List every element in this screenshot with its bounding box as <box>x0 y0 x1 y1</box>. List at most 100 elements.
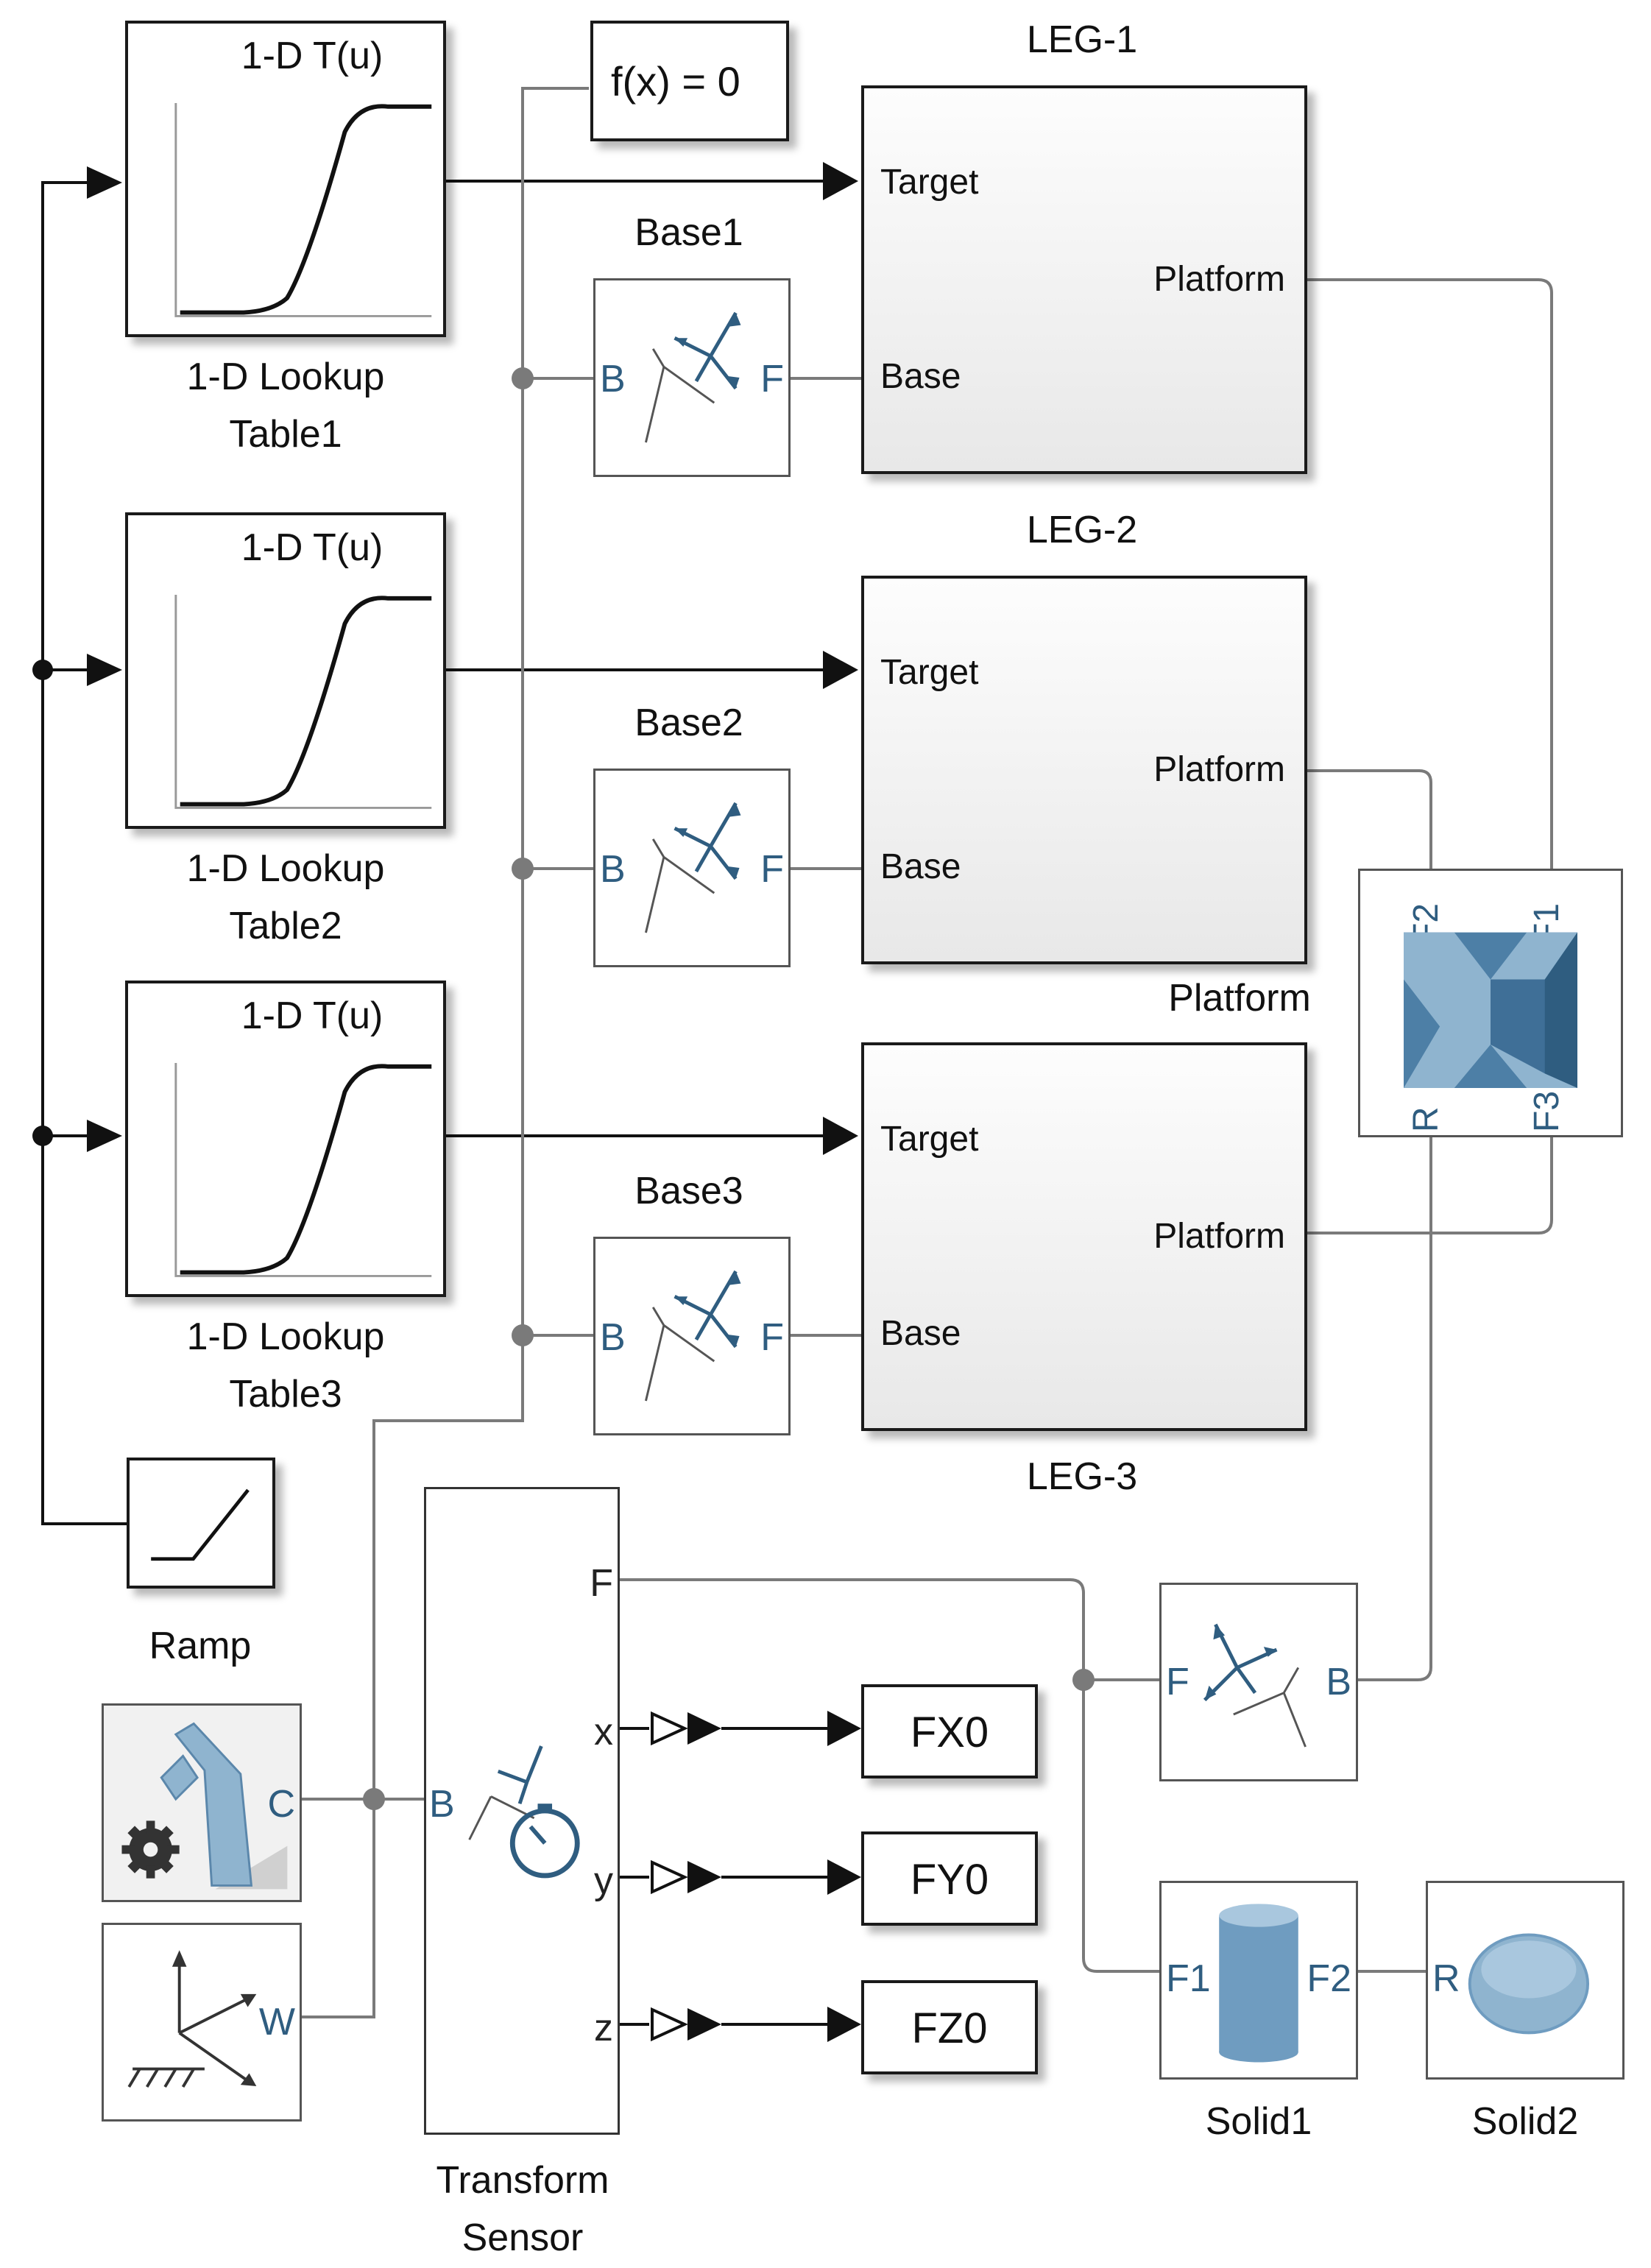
sensor-name: Transform <box>436 2159 609 2202</box>
lookup-table-1-name-2: Table1 <box>229 413 342 456</box>
leg-2-subsystem[interactable]: Target Platform Base <box>861 576 1307 964</box>
frame-trunk-line <box>372 87 589 1799</box>
lookup-table-2-name: 1-D Lookup <box>186 847 385 890</box>
lookup-table-1-name: 1-D Lookup <box>186 356 385 398</box>
fz0-output-block[interactable]: FZ0 <box>861 1980 1038 2074</box>
ramp-block[interactable] <box>127 1458 275 1589</box>
leg-2-port-target: Target <box>880 653 979 692</box>
ramp-name: Ramp <box>149 1625 252 1667</box>
world-frame-port-w: W <box>258 2001 295 2043</box>
base-2-port-f: F <box>760 848 784 891</box>
transform-sensor-block[interactable]: F B x y z <box>424 1487 620 2135</box>
frame-transform-icon <box>645 1270 741 1402</box>
leg-2-port-base: Base <box>880 847 961 886</box>
lookup-table-2-name-2: Table2 <box>229 905 342 947</box>
frame-transform-icon <box>645 802 741 933</box>
lookup-curve-icon <box>174 102 432 317</box>
leg-3-port-base: Base <box>880 1314 961 1353</box>
base-2-port-b: B <box>600 848 626 891</box>
leg-1-title: LEG-1 <box>1026 18 1138 61</box>
sensor-port-x: x <box>594 1711 613 1753</box>
lookup3-input-arrow <box>87 1120 122 1152</box>
fx0-output-block[interactable]: FX0 <box>861 1684 1038 1778</box>
platform-name: Platform <box>1168 977 1311 1020</box>
mechanism-port-c: C <box>267 1783 295 1826</box>
lookup-curve-icon <box>174 1062 432 1277</box>
solid2-port-r: R <box>1432 1957 1460 2000</box>
junction-dot <box>512 367 534 389</box>
lookup-table-1-label: 1-D T(u) <box>241 35 383 77</box>
junction-dot <box>363 1788 385 1810</box>
sensor-port-b: B <box>429 1783 455 1826</box>
sensor-gauge-icon <box>468 1745 580 1879</box>
sensor-port-f: F <box>590 1562 613 1605</box>
lookup-table-2-block[interactable]: 1-D T(u) <box>125 512 446 829</box>
lookup2-input-arrow <box>87 654 122 686</box>
leg-3-title: LEG-3 <box>1026 1455 1138 1498</box>
platform-solid-block[interactable]: F2 F1 R F3 <box>1358 869 1623 1137</box>
solid2-name: Solid2 <box>1471 2100 1579 2143</box>
base-1-transform-block[interactable]: B F <box>593 278 791 477</box>
leg-3-subsystem[interactable]: Target Platform Base <box>861 1042 1307 1431</box>
frame-transform-icon <box>1203 1623 1307 1748</box>
world-frame-icon <box>127 1950 257 2088</box>
leg-1-port-platform: Platform <box>1153 260 1285 299</box>
fz0-label: FZ0 <box>911 2004 988 2052</box>
base-3-port-f: F <box>760 1316 784 1359</box>
base-1-port-f: F <box>760 358 784 400</box>
solid1-block[interactable]: F1 F2 <box>1159 1881 1358 2080</box>
leg3-target-arrow <box>823 1117 858 1155</box>
base-1-name: Base1 <box>634 211 743 254</box>
leg-3-port-platform: Platform <box>1153 1217 1285 1256</box>
lookup-table-3-block[interactable]: 1-D T(u) <box>125 981 446 1297</box>
base-3-transform-block[interactable]: B F <box>593 1237 791 1435</box>
solid1-port-f1: F1 <box>1166 1957 1211 2000</box>
leg1-target-arrow <box>823 162 858 200</box>
platform-r-line <box>1358 1135 1432 1681</box>
ps-converter-x <box>651 1711 688 1746</box>
solver-config-label: f(x) = 0 <box>611 58 740 105</box>
sensor-port-y: y <box>594 1859 613 1902</box>
leg-1-port-target: Target <box>880 163 979 202</box>
sensor-name-2: Sensor <box>462 2216 584 2259</box>
lookup-table-3-name: 1-D Lookup <box>186 1315 385 1358</box>
fx0-label: FX0 <box>910 1709 989 1756</box>
fy0-label: FY0 <box>910 1856 989 1904</box>
leg-1-port-base: Base <box>880 357 961 396</box>
leg-3-port-target: Target <box>880 1120 979 1159</box>
lookup-table-2-label: 1-D T(u) <box>241 526 383 569</box>
rigid-transform-port-b: B <box>1326 1661 1351 1703</box>
base-2-transform-block[interactable]: B F <box>593 769 791 967</box>
base-3-name: Base3 <box>634 1170 743 1212</box>
solver-configuration-block[interactable]: f(x) = 0 <box>590 21 789 141</box>
ramp-signal-bus <box>41 181 127 1525</box>
solid1-name: Solid1 <box>1205 2100 1312 2143</box>
solid2-block[interactable]: R <box>1426 1881 1625 2080</box>
junction-dot <box>512 1324 534 1346</box>
rigid-transform-block[interactable]: F B <box>1159 1583 1358 1781</box>
solid1-port-f2: F2 <box>1307 1957 1351 2000</box>
lookup-table-3-label: 1-D T(u) <box>241 995 383 1037</box>
lookup-table-1-block[interactable]: 1-D T(u) <box>125 21 446 337</box>
junction-dot <box>32 660 53 680</box>
ps-converter-z <box>651 2007 688 2042</box>
base-2-name: Base2 <box>634 702 743 744</box>
world-frame-line <box>302 1799 375 2018</box>
base-1-port-b: B <box>600 358 626 400</box>
mechanism-configuration-block[interactable]: C <box>102 1703 302 1902</box>
leg2-platform-to-f2-line <box>1304 769 1432 883</box>
robot-arm-icon <box>121 1722 288 1890</box>
leg-2-port-platform: Platform <box>1153 750 1285 789</box>
sphere-icon <box>1468 1933 1590 2035</box>
leg3-platform-to-f3-line <box>1304 1135 1553 1234</box>
fy0-output-block[interactable]: FY0 <box>861 1831 1038 1926</box>
junction-dot <box>32 1126 53 1146</box>
leg-2-title: LEG-2 <box>1026 509 1138 551</box>
world-frame-block[interactable]: W <box>102 1923 302 2122</box>
frame-transform-icon <box>645 311 741 443</box>
base-3-port-b: B <box>600 1316 626 1359</box>
leg-1-subsystem[interactable]: Target Platform Base <box>861 85 1307 474</box>
lookup-curve-icon <box>174 594 432 809</box>
ps-converter-y <box>651 1859 688 1895</box>
